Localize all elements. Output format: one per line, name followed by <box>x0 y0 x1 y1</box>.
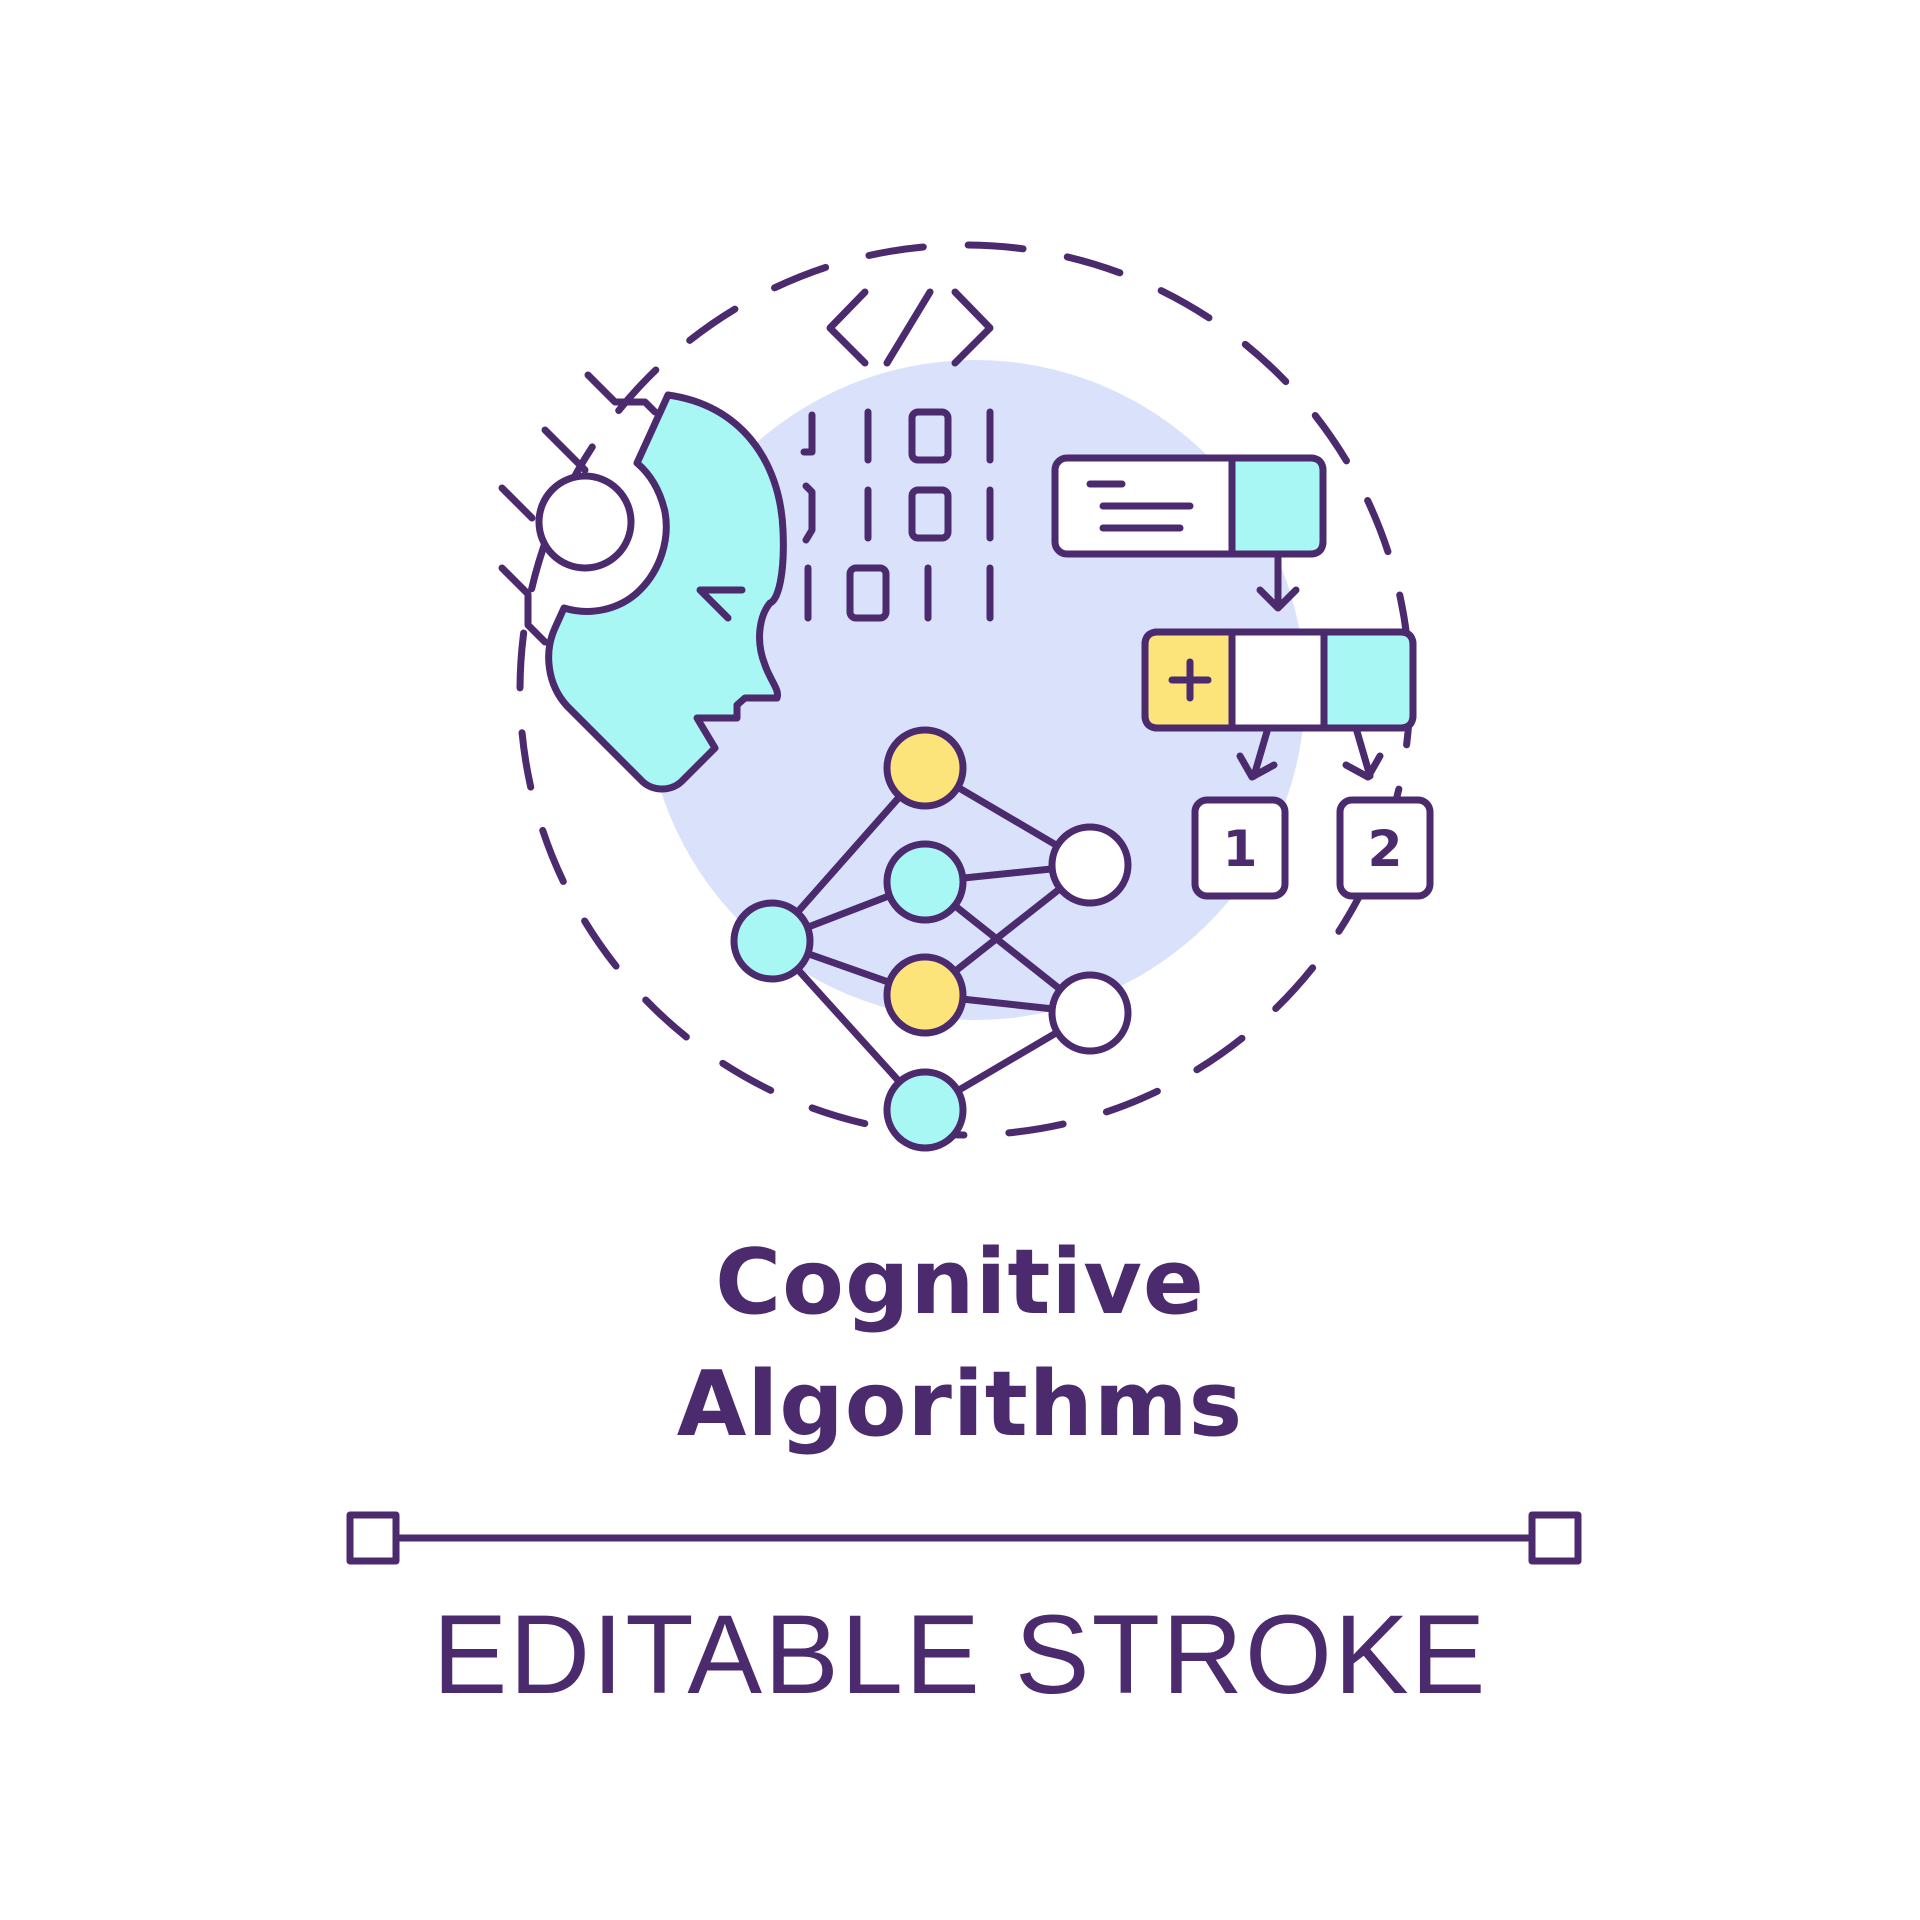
binary-code-icon <box>800 408 994 622</box>
output-label-2: 2 <box>1368 820 1403 878</box>
title-line-2: Algorithms <box>676 1352 1244 1457</box>
output-label-1: 1 <box>1223 820 1258 878</box>
title-line-1: Cognitive <box>715 1230 1205 1335</box>
subtitle-editable-stroke: EDITABLE STROKE <box>432 1592 1488 1717</box>
editable-stroke-line <box>346 1511 1582 1565</box>
code-tag-icon <box>826 288 994 367</box>
robot-head-icon <box>498 371 787 793</box>
process-flow-icon <box>1051 454 1434 900</box>
neural-network-icon <box>730 726 1132 1152</box>
